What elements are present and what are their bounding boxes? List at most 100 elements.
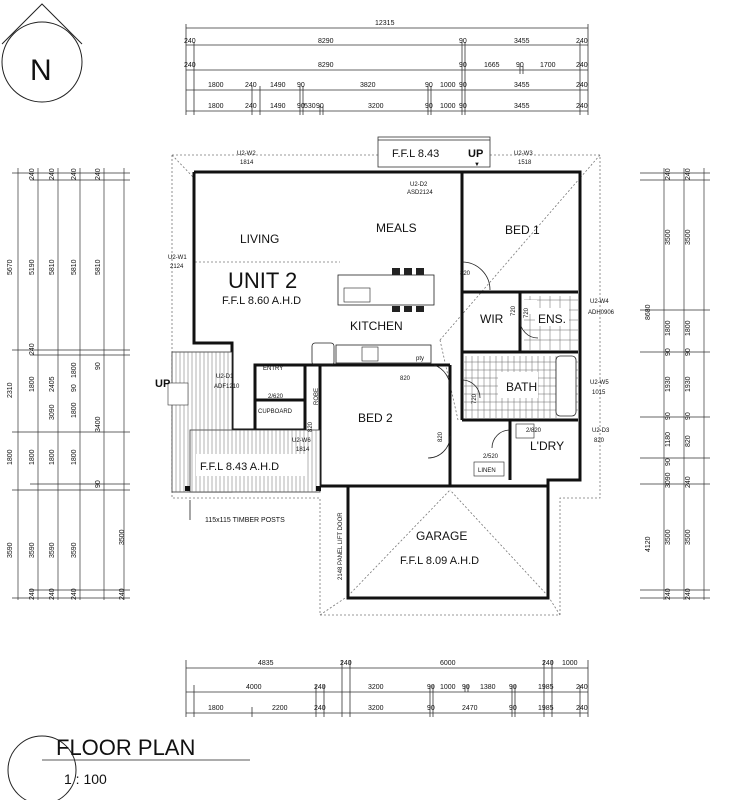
svg-text:240: 240 bbox=[245, 103, 257, 110]
svg-text:6000: 6000 bbox=[440, 660, 456, 667]
svg-text:U2-W3: U2-W3 bbox=[514, 151, 533, 157]
svg-text:3200: 3200 bbox=[368, 705, 384, 712]
doors bbox=[427, 261, 539, 459]
svg-text:820: 820 bbox=[400, 376, 411, 382]
svg-text:5810: 5810 bbox=[71, 259, 78, 275]
svg-text:820: 820 bbox=[685, 435, 692, 447]
svg-text:1380: 1380 bbox=[480, 684, 496, 691]
room-labels: LIVING MEALS BED 1 UNIT 2 F.F.L 8.60 A.H… bbox=[222, 221, 566, 580]
porch-deck: F.F.L 8.43 A.H.D UP 115x115 TIMBER POSTS bbox=[155, 351, 321, 524]
svg-text:90: 90 bbox=[316, 103, 324, 110]
svg-text:3500: 3500 bbox=[685, 229, 692, 245]
svg-text:530: 530 bbox=[304, 103, 316, 110]
garage-label: GARAGE bbox=[416, 529, 467, 543]
svg-text:720: 720 bbox=[524, 307, 530, 318]
entry-label: ENTRY bbox=[263, 366, 283, 372]
wir-label: WIR bbox=[480, 312, 504, 326]
cupboard-label: CUPBOARD bbox=[258, 409, 293, 415]
svg-text:1800: 1800 bbox=[665, 320, 672, 336]
svg-text:240: 240 bbox=[29, 343, 36, 355]
svg-text:2/520: 2/520 bbox=[483, 454, 499, 460]
svg-text:3090: 3090 bbox=[49, 404, 56, 420]
up-left-label: UP bbox=[155, 378, 170, 390]
svg-text:2200: 2200 bbox=[272, 705, 288, 712]
svg-text:3400: 3400 bbox=[95, 416, 102, 432]
svg-text:ADF1210: ADF1210 bbox=[214, 384, 240, 390]
svg-text:90: 90 bbox=[297, 82, 305, 89]
svg-text:240: 240 bbox=[314, 684, 326, 691]
kitchen-fittings: pty bbox=[311, 268, 435, 366]
svg-text:240: 240 bbox=[49, 168, 56, 180]
svg-text:90: 90 bbox=[95, 362, 102, 370]
svg-text:1015: 1015 bbox=[592, 390, 606, 396]
svg-text:240: 240 bbox=[340, 660, 352, 667]
svg-text:1000: 1000 bbox=[562, 660, 578, 667]
living-label: LIVING bbox=[240, 232, 279, 246]
svg-text:▼: ▼ bbox=[474, 162, 480, 168]
svg-text:2310: 2310 bbox=[7, 382, 14, 398]
svg-text:3590: 3590 bbox=[49, 542, 56, 558]
svg-text:3590: 3590 bbox=[71, 542, 78, 558]
svg-text:1814: 1814 bbox=[240, 160, 254, 166]
svg-text:240: 240 bbox=[576, 38, 588, 45]
svg-text:5670: 5670 bbox=[7, 259, 14, 275]
svg-text:720: 720 bbox=[511, 305, 517, 316]
svg-text:90: 90 bbox=[425, 103, 433, 110]
up-top-label: UP bbox=[468, 148, 483, 160]
svg-text:U2-W2: U2-W2 bbox=[237, 151, 256, 157]
svg-text:3200: 3200 bbox=[368, 103, 384, 110]
wet-areas bbox=[464, 296, 578, 439]
svg-text:8680: 8680 bbox=[645, 304, 652, 320]
svg-text:90: 90 bbox=[509, 705, 517, 712]
svg-text:3500: 3500 bbox=[665, 229, 672, 245]
svg-text:1000: 1000 bbox=[440, 82, 456, 89]
garage-ffl: F.F.L 8.09 A.H.D bbox=[400, 555, 479, 567]
svg-text:240: 240 bbox=[49, 588, 56, 600]
roof-outline bbox=[171, 154, 601, 616]
svg-text:1930: 1930 bbox=[685, 376, 692, 392]
svg-text:90: 90 bbox=[665, 458, 672, 466]
svg-text:240: 240 bbox=[245, 82, 257, 89]
svg-text:1800: 1800 bbox=[208, 103, 224, 110]
svg-text:3455: 3455 bbox=[514, 82, 530, 89]
svg-text:1985: 1985 bbox=[538, 684, 554, 691]
svg-text:U2-D3: U2-D3 bbox=[592, 428, 610, 434]
svg-text:1800: 1800 bbox=[208, 705, 224, 712]
svg-text:4120: 4120 bbox=[645, 536, 652, 552]
svg-text:8290: 8290 bbox=[318, 38, 334, 45]
svg-text:U2-W4: U2-W4 bbox=[590, 299, 609, 305]
meals-label: MEALS bbox=[376, 221, 417, 235]
svg-text:240: 240 bbox=[576, 684, 588, 691]
unit-ffl: F.F.L 8.60 A.H.D bbox=[222, 295, 301, 307]
svg-text:1000: 1000 bbox=[440, 103, 456, 110]
ldry-label: L'DRY bbox=[530, 439, 564, 453]
svg-text:1814: 1814 bbox=[296, 447, 310, 453]
bottom-dimensions: 4835 240 6000 240 1000 4000 240 3200 90 … bbox=[185, 660, 589, 717]
svg-text:1000: 1000 bbox=[440, 684, 456, 691]
svg-text:5810: 5810 bbox=[95, 259, 102, 275]
drawing-scale: 1 : 100 bbox=[64, 771, 107, 787]
svg-text:3590: 3590 bbox=[29, 542, 36, 558]
svg-text:5190: 5190 bbox=[29, 259, 36, 275]
svg-text:3500: 3500 bbox=[685, 529, 692, 545]
svg-text:U2-W1: U2-W1 bbox=[168, 255, 187, 261]
svg-text:1800: 1800 bbox=[208, 82, 224, 89]
garage-door-note: 2148 PANEL LIFT DOOR bbox=[338, 512, 344, 580]
svg-text:240: 240 bbox=[576, 103, 588, 110]
svg-text:240: 240 bbox=[665, 588, 672, 600]
svg-text:U2-W6: U2-W6 bbox=[292, 438, 311, 444]
svg-text:1800: 1800 bbox=[7, 449, 14, 465]
svg-text:1800: 1800 bbox=[685, 320, 692, 336]
svg-text:U2-D2: U2-D2 bbox=[410, 182, 428, 188]
svg-text:U2-W5: U2-W5 bbox=[590, 380, 609, 386]
svg-text:90: 90 bbox=[95, 480, 102, 488]
kitchen-label: KITCHEN bbox=[350, 319, 403, 333]
svg-text:3455: 3455 bbox=[514, 38, 530, 45]
svg-text:90: 90 bbox=[462, 684, 470, 691]
svg-text:240: 240 bbox=[576, 62, 588, 69]
svg-text:ADH0906: ADH0906 bbox=[588, 310, 615, 316]
svg-text:2/820: 2/820 bbox=[526, 428, 542, 434]
svg-text:90: 90 bbox=[459, 82, 467, 89]
svg-text:820: 820 bbox=[308, 421, 314, 432]
svg-text:1490: 1490 bbox=[270, 82, 286, 89]
